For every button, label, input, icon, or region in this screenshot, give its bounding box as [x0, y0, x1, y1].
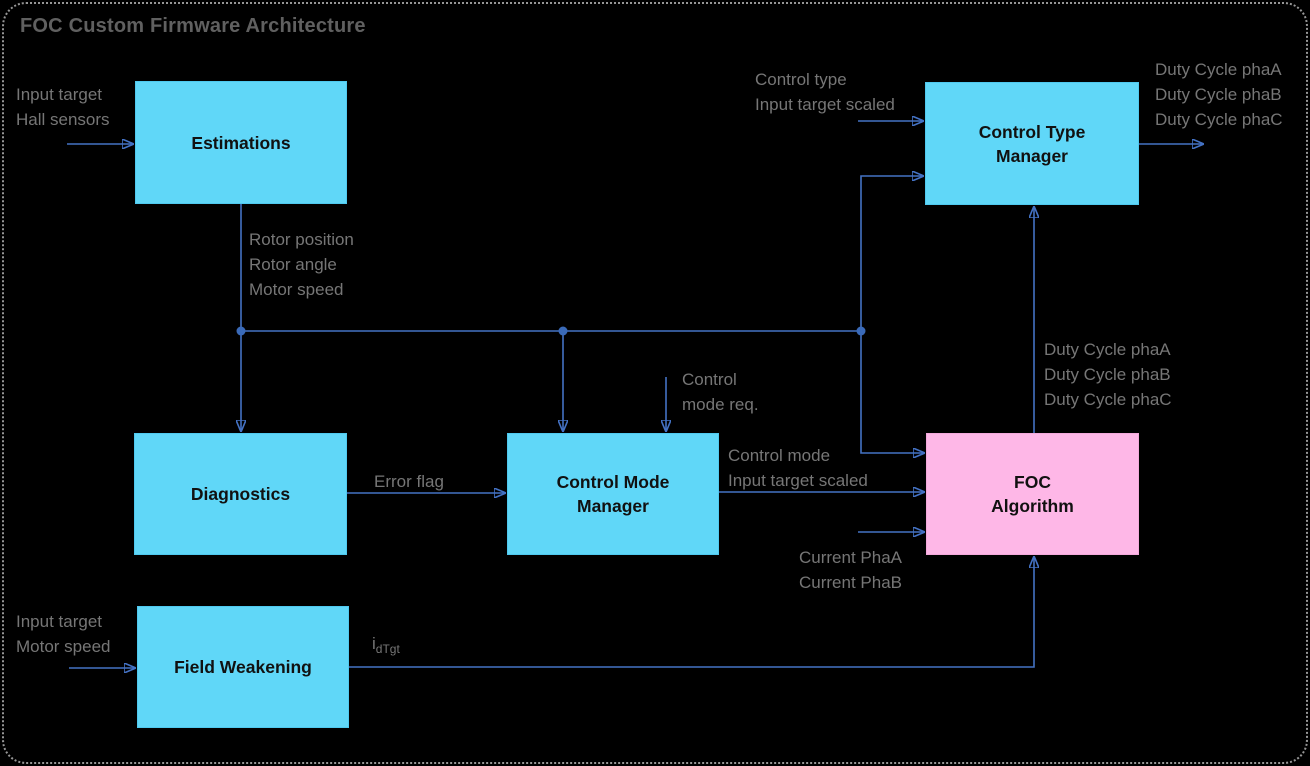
junction-dot — [558, 326, 568, 336]
block-control-mode-manager[interactable]: Control Mode Manager — [507, 433, 719, 555]
label-foc-dutycycle-outputs: Duty Cycle phaA Duty Cycle phaB Duty Cyc… — [1044, 340, 1172, 409]
junction-dot — [856, 326, 866, 336]
connector-bus-to-foc-algorithm — [860, 331, 924, 453]
label-controltype-inputs: Control type Input target scaled — [755, 70, 895, 114]
connector-bus-to-control-type-manager — [860, 176, 923, 331]
label-foc-current-inputs: Current PhaA Current PhaB — [799, 548, 902, 592]
diagram-title: FOC Custom Firmware Architecture — [20, 15, 366, 37]
label-control-mode-request: Control mode req. — [682, 370, 759, 414]
label-idtgt-base: i — [372, 634, 376, 653]
block-diagnostics[interactable]: Diagnostics — [134, 433, 347, 555]
label-fieldweakening-inputs: Input target Motor speed — [16, 612, 111, 656]
block-foc-algorithm[interactable]: FOC Algorithm — [926, 433, 1139, 555]
connector-fw-to-foc — [349, 557, 1034, 668]
block-control-type-manager-label: Control Type Manager — [978, 121, 1086, 166]
label-idtgt-signal: idTgt — [372, 631, 400, 662]
junction-dot — [236, 326, 246, 336]
label-idtgt-subscript: dTgt — [375, 642, 400, 656]
block-field-weakening[interactable]: Field Weakening — [137, 606, 349, 728]
block-estimations-label: Estimations — [191, 132, 291, 153]
block-diagnostics-label: Diagnostics — [190, 484, 291, 504]
label-cmm-outputs: Control mode Input target scaled — [728, 446, 868, 490]
block-foc-algorithm-label: FOC Algorithm — [991, 472, 1074, 516]
label-controltype-outputs: Duty Cycle phaA Duty Cycle phaB Duty Cyc… — [1155, 60, 1283, 129]
label-estimations-outputs: Rotor position Rotor angle Motor speed — [249, 230, 354, 299]
block-estimations[interactable]: Estimations — [135, 81, 347, 204]
block-control-type-manager[interactable]: Control Type Manager — [925, 82, 1139, 205]
label-estimations-inputs: Input target Hall sensors — [16, 85, 110, 129]
block-field-weakening-label: Field Weakening — [174, 657, 312, 677]
label-error-flag: Error flag — [374, 472, 444, 491]
block-control-mode-manager-label: Control Mode Manager — [556, 472, 670, 516]
